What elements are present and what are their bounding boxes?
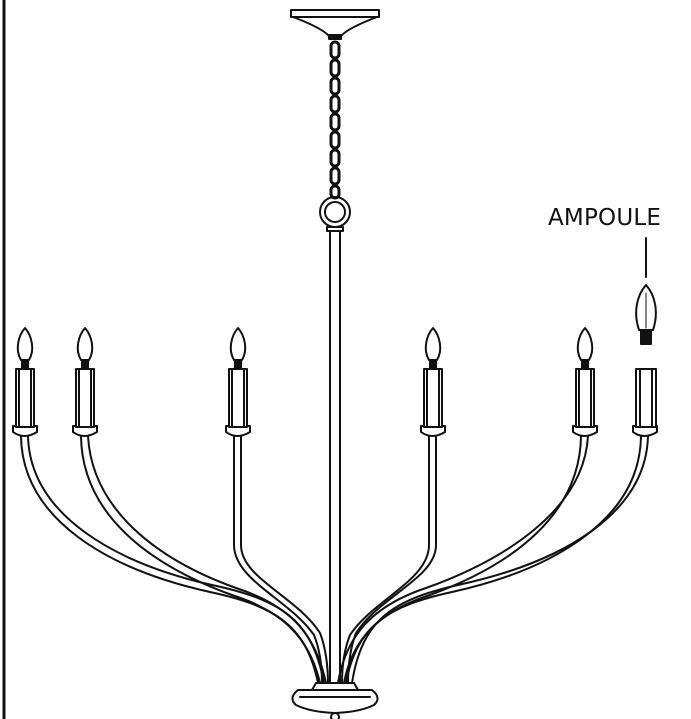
candle-arm-icon-3 <box>225 327 251 437</box>
candle-arm-icon-1 <box>12 327 38 437</box>
ampoule-label: AMPOULE <box>548 205 662 231</box>
bottom-bowl-icon <box>291 682 379 719</box>
candle-arm-icon-6 <box>632 368 658 437</box>
center-rod-icon <box>326 226 344 686</box>
candle-arms <box>20 435 649 684</box>
candle-arm-icon-4 <box>420 327 446 437</box>
candle-arm-icon-5 <box>572 327 598 437</box>
chain-icon <box>329 40 341 200</box>
ring-loop-icon <box>319 196 351 228</box>
ceiling-canopy-icon <box>290 9 380 40</box>
candle-arm-icon-2 <box>72 327 98 437</box>
standalone-bulb-icon <box>635 237 657 345</box>
